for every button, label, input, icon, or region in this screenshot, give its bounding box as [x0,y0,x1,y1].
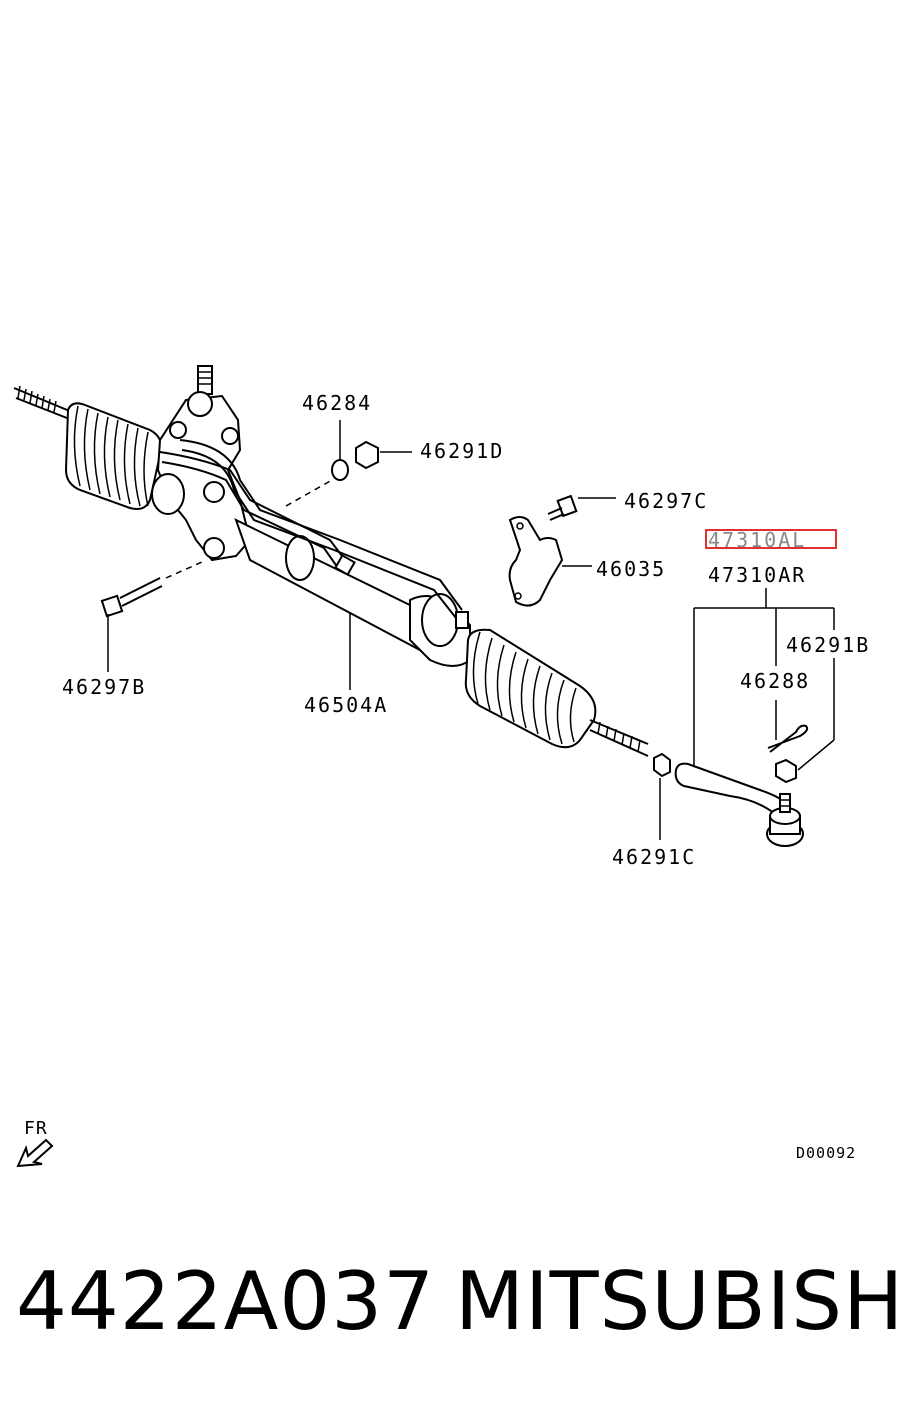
label-47310ar: 47310AR [708,563,806,587]
left-bellows-boot [64,402,163,510]
right-tie-rod-thread [589,719,649,757]
label-47310al: 47310AL [708,528,806,552]
bolt-46297b [100,561,203,672]
label-46504a: 46504A [304,693,388,717]
cotter-pin [767,700,809,753]
bolt-46297c [547,494,616,521]
rack-housing [234,518,471,667]
highlight-box [705,529,837,549]
direction-arrow-icon [16,1138,54,1168]
label-46297c: 46297C [624,489,708,513]
pinion-valve-housing [151,365,252,562]
part-number: 4422A037 [16,1255,436,1348]
dashed-guide-upper [285,479,333,507]
nut-46291d [355,440,412,470]
fluid-lines [159,439,469,629]
tie-rod-end-group-bracket [693,588,835,766]
front-direction-indicator: FR [16,1118,54,1168]
label-46035: 46035 [596,557,666,581]
label-46284: 46284 [302,391,372,415]
label-46291d: 46291D [420,439,504,463]
castle-nut [775,739,835,784]
label-46288: 46288 [740,669,810,693]
label-46291c: 46291C [612,845,696,869]
label-46297b: 46297B [62,675,146,699]
direction-label: FR [24,1118,48,1139]
jam-nut [653,752,671,840]
right-bellows-boot [464,628,597,749]
mounting-bracket [508,516,592,607]
tie-rod-end [674,762,804,847]
left-tie-rod-end [13,385,73,421]
diagram-code: D00092 [796,1144,856,1162]
brand-name: MITSUBISHI [455,1255,909,1348]
washer-46284 [331,420,349,481]
label-46291b: 46291B [786,633,870,657]
